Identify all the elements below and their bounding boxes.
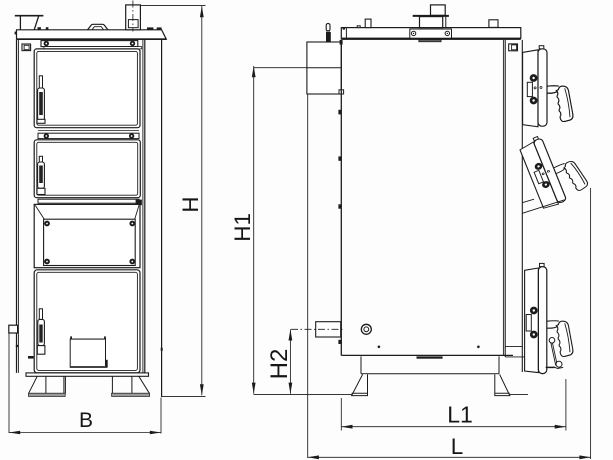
svg-text:H2: H2 <box>266 349 293 380</box>
svg-text:L1: L1 <box>447 402 473 428</box>
svg-text:H: H <box>178 197 203 213</box>
svg-text:L: L <box>451 434 464 459</box>
svg-text:B: B <box>79 409 93 432</box>
svg-text:H1: H1 <box>230 213 255 242</box>
